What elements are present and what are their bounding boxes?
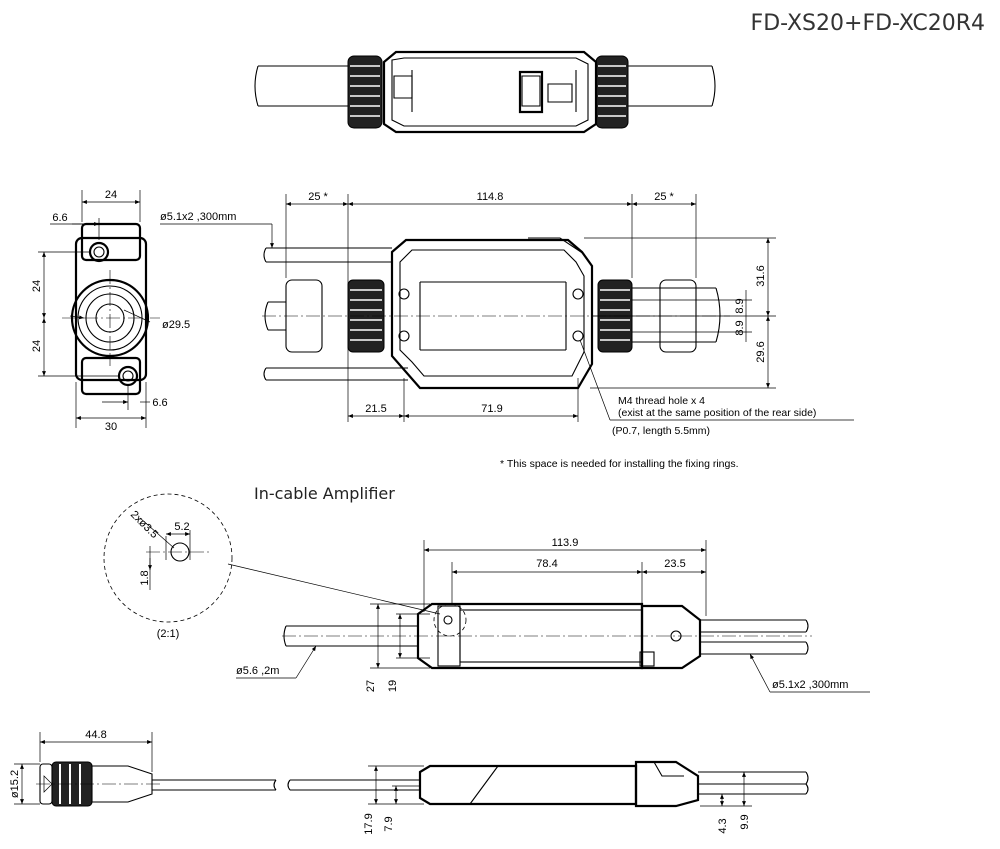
section-label: In-cable Amplifier (254, 484, 395, 503)
space-note: * This space is needed for installing th… (500, 458, 739, 470)
amplifier-top-dimensions: 113.9 78.4 23.5 27 19 ø5.6 ,2m ø5.1x2 ,3… (236, 537, 870, 693)
side-cable-label: ø5.1x2 ,300mm (160, 211, 236, 223)
detail-view: 5.2 2xø3.5 1.8 (2:1) (103, 493, 441, 640)
front-width-bottom: 30 (105, 421, 117, 433)
detail-scale: (2:1) (157, 628, 180, 640)
drawing-title: FD-XS20+FD-XC20R4 (751, 11, 985, 36)
amp-overall: 113.9 (552, 537, 579, 549)
front-view-dimensions: 24 6.6 24 24 ø29.5 6.6 30 (31, 189, 190, 433)
side-bottom-mid: 71.9 (481, 403, 502, 415)
detail-holes: 2xø3.5 (128, 509, 160, 541)
side-view-dimensions: 25 * 114.8 25 * ø5.1x2 ,300mm 31.6 8.9 8… (160, 191, 854, 437)
thread-note-line3: (P0.7, length 5.5mm) (612, 425, 710, 437)
side-height-upper: 31.6 (755, 265, 767, 286)
front-width-top: 24 (105, 189, 117, 201)
side-view (262, 237, 730, 390)
front-offset-bottom: 6.6 (152, 397, 167, 409)
front-diameter: ø29.5 (162, 319, 190, 331)
amplifier-side-dimensions: 44.8 ø15.2 17.9 7.9 4.3 9.9 (9, 729, 752, 835)
amp-height-a: 27 (365, 680, 377, 692)
amp-side-right-b: 9.9 (739, 814, 751, 829)
amp-side-height-a: 17.9 (363, 813, 375, 834)
top-view (254, 50, 716, 134)
front-offset-top: 6.6 (52, 212, 67, 224)
side-height-lower: 29.6 (755, 341, 767, 362)
amplifier-top-view (282, 602, 812, 670)
connector-length: 44.8 (85, 729, 106, 741)
detail-offset: 1.8 (139, 570, 151, 585)
side-off-b: 8.9 (734, 320, 746, 335)
side-space-right: 25 * (654, 191, 674, 203)
thread-note-line2: (exist at the same position of the rear … (618, 407, 816, 419)
thread-note-line1: M4 thread hole x 4 (618, 395, 705, 407)
amp-side-right-a: 4.3 (717, 818, 729, 833)
side-off-a: 8.9 (734, 298, 746, 313)
connector-dia: ø15.2 (9, 770, 21, 798)
amp-mid: 78.4 (536, 558, 557, 570)
front-height-lower: 24 (31, 340, 43, 352)
amp-height-b: 19 (387, 680, 399, 692)
front-height-upper: 24 (31, 280, 43, 292)
side-bottom-left: 21.5 (365, 403, 386, 415)
amp-cable-left: ø5.6 ,2m (236, 665, 279, 677)
amp-cable-right: ø5.1x2 ,300mm (772, 679, 848, 691)
detail-spacing: 5.2 (174, 521, 189, 533)
amp-right: 23.5 (664, 558, 685, 570)
amp-side-height-b: 7.9 (383, 816, 395, 831)
side-space-left: 25 * (308, 191, 328, 203)
front-view (62, 222, 160, 396)
side-length: 114.8 (477, 191, 504, 203)
